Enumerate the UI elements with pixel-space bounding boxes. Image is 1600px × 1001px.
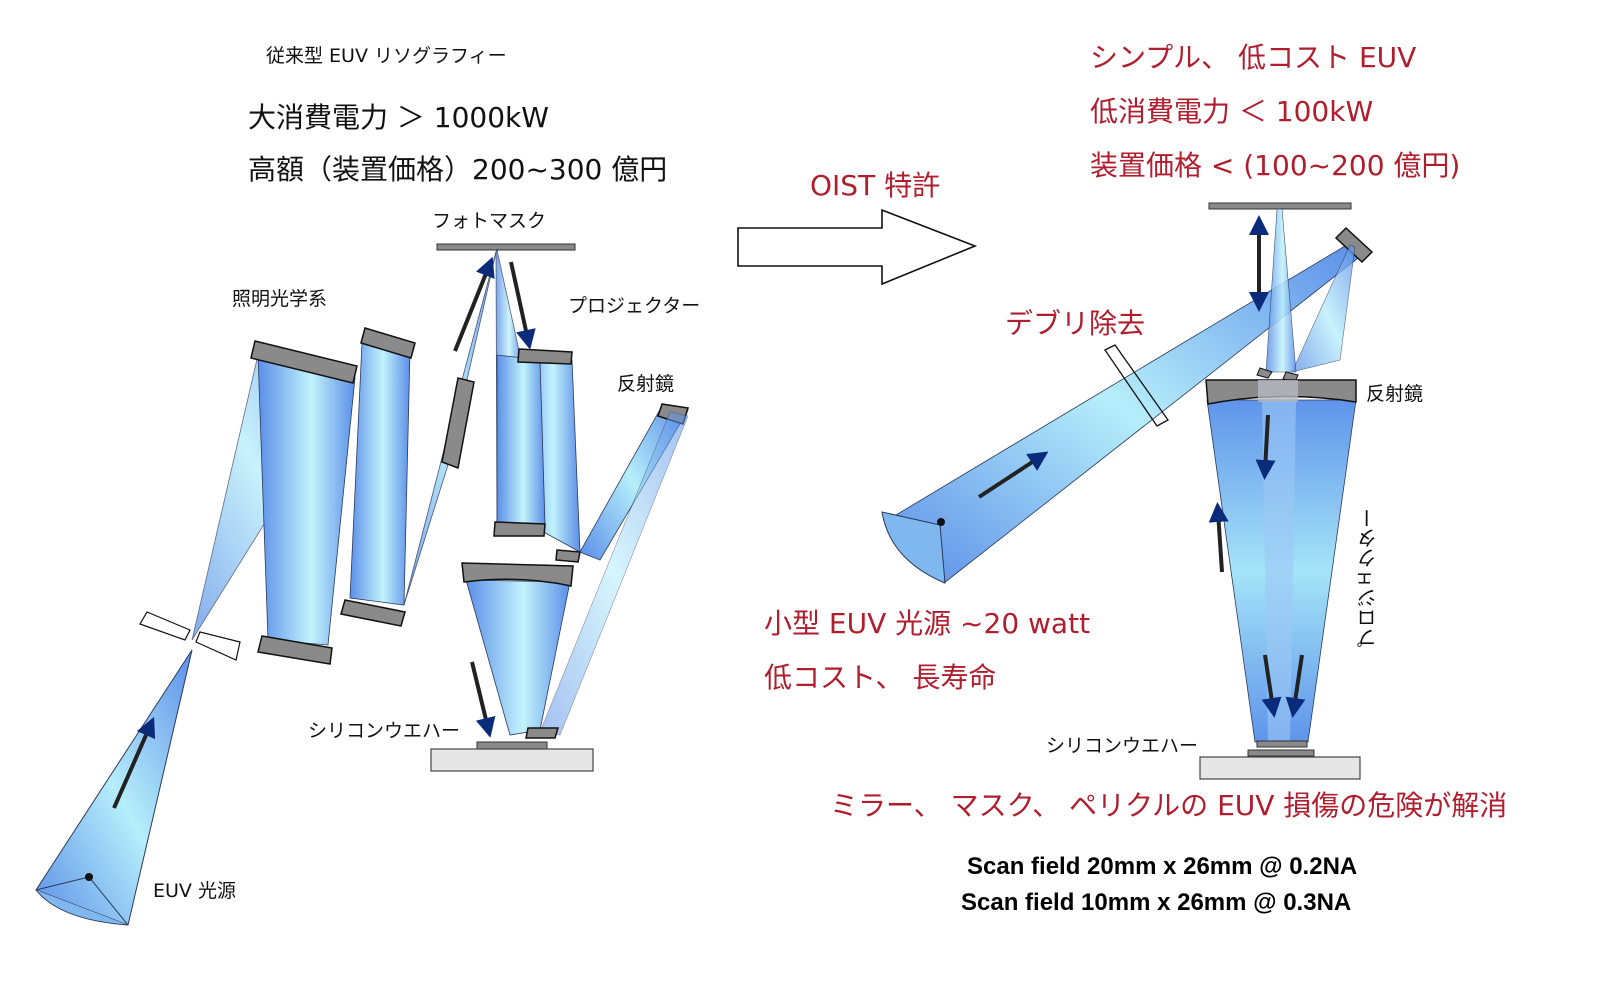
benefit-statement: ミラー、 マスク、 ペリクルの EUV 損傷の危険が解消 — [830, 789, 1508, 822]
beam-direction-arrow-icon — [1208, 502, 1229, 573]
mirror-label: 反射鏡 — [617, 373, 675, 395]
source-point-icon — [937, 518, 945, 526]
oist-wafer-label: シリコンウエハー — [1046, 735, 1199, 757]
illumination-label: 照明光学系 — [232, 288, 328, 310]
mirror-icon — [517, 348, 573, 365]
source-spec-line2: 低コスト、 長寿命 — [764, 661, 997, 694]
oist-system — [881, 202, 1374, 780]
projector-label: プロジェクター — [568, 295, 701, 317]
mirror-icon — [340, 599, 406, 627]
oist-power: 低消費電力 ＜ 100kW — [1090, 95, 1374, 128]
wafer-stage — [1199, 756, 1361, 780]
debris-filter — [1104, 344, 1169, 427]
scan-field-2: Scan field 10mm x 26mm @ 0.3NA — [961, 889, 1352, 916]
source-label: EUV 光源 — [153, 880, 236, 902]
beam-direction-arrow-icon — [1255, 414, 1276, 480]
source-point-icon — [85, 873, 93, 881]
aperture-icon — [195, 631, 241, 661]
mirror-icon — [441, 377, 475, 470]
mirror-icon — [360, 327, 416, 359]
beam-direction-arrow-icon — [1261, 654, 1282, 718]
source-spec-line1: 小型 EUV 光源 ~20 watt — [764, 607, 1091, 640]
mirror-icon — [1334, 226, 1374, 264]
wafer — [476, 741, 548, 750]
mirror-icon — [257, 635, 333, 665]
beam-direction-arrow-icon — [453, 256, 495, 352]
oist-patent-label: OIST 特許 — [810, 169, 941, 202]
mirror-icon — [1256, 740, 1308, 748]
mirror-icon — [493, 521, 546, 537]
debris-removal-label: デブリ除去 — [1005, 307, 1146, 340]
photomask-plate — [1208, 202, 1352, 210]
aperture-icon — [139, 611, 191, 641]
conventional-title: 従来型 EUV リソグラフィー — [266, 45, 507, 67]
mirror-icon — [555, 549, 581, 563]
beam-direction-arrow-icon — [1285, 654, 1306, 718]
beam-direction-arrow-icon — [470, 661, 496, 738]
photomask-label: フォトマスク — [432, 210, 547, 232]
wafer — [1247, 749, 1315, 757]
mirror-icon — [525, 727, 560, 739]
oist-headline: シンプル、 低コスト EUV — [1090, 41, 1417, 74]
photomask-plate — [436, 243, 576, 251]
mirror-icon — [250, 340, 358, 384]
conventional-system — [35, 243, 689, 926]
beam-direction-arrow-icon — [509, 261, 536, 350]
oist-projector-label: プロジェクター — [1356, 508, 1380, 648]
oist-mirror-label: 反射鏡 — [1366, 383, 1424, 405]
wafer-stage — [430, 748, 594, 772]
conventional-price: 高額（装置価格）200~300 億円 — [248, 153, 668, 186]
mirror-icon — [461, 562, 574, 587]
wafer-label: シリコンウエハー — [308, 720, 461, 742]
scan-field-1: Scan field 20mm x 26mm @ 0.2NA — [967, 853, 1358, 880]
beam-direction-arrow-icon — [112, 716, 156, 809]
conventional-power: 大消費電力 ＞ 1000kW — [248, 101, 549, 134]
oist-price: 装置価格 < (100~200 億円) — [1090, 149, 1461, 182]
beam-direction-arrow-icon — [977, 451, 1049, 499]
right-arrow-icon — [737, 208, 978, 286]
